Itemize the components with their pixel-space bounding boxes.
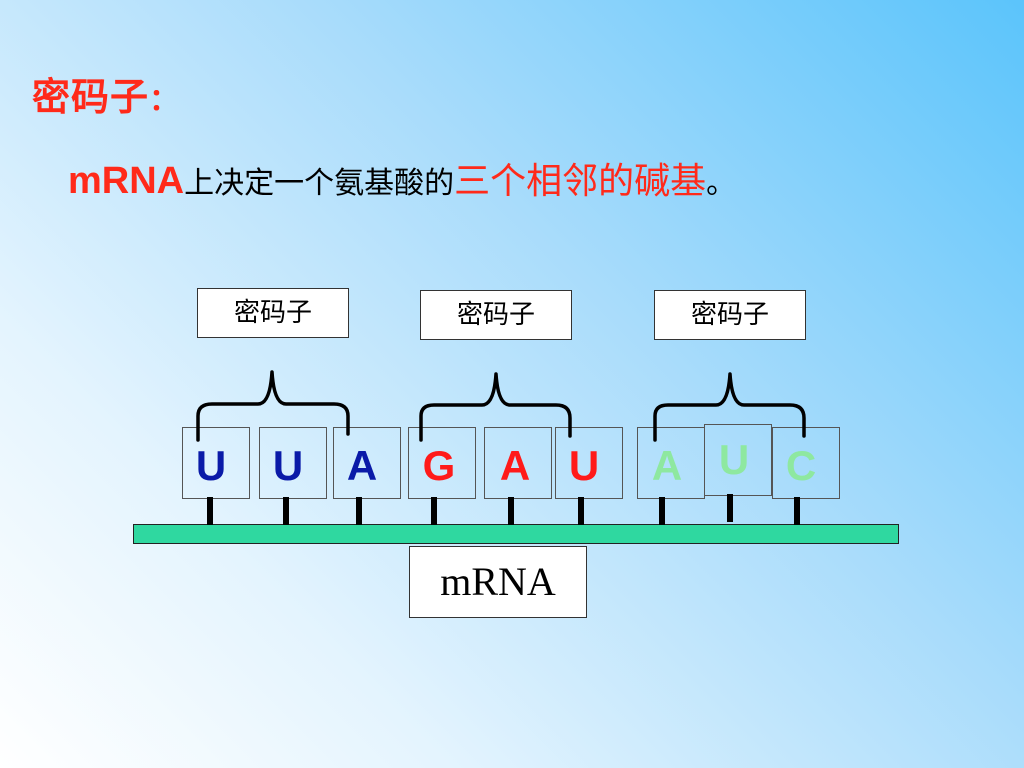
title-colon: ：: [149, 83, 181, 118]
codon-label-2: 密码子: [420, 290, 572, 340]
mrna-label: mRNA: [409, 546, 587, 618]
base-box-3: [333, 427, 401, 499]
base-letter-6: U: [568, 442, 600, 489]
definition-suffix: 。: [706, 166, 737, 201]
codon-label-1: 密码子: [197, 288, 349, 338]
definition-mrna: mRNA: [68, 160, 185, 202]
base-box-9: [772, 427, 840, 499]
base-box-4: [408, 427, 476, 499]
codon-label-3: 密码子: [654, 290, 806, 340]
base-letter-5: A: [499, 442, 531, 489]
base-letter-3: A: [346, 442, 378, 489]
base-letter-8: U: [718, 436, 750, 483]
base-letter-1: U: [195, 442, 227, 489]
base-box-1: [182, 427, 250, 499]
definition-highlight: 三个相邻的碱基: [454, 161, 707, 202]
base-letter-2: U: [272, 442, 304, 489]
codon-brace-1: [196, 370, 350, 442]
title-term: 密码子: [32, 75, 150, 119]
definition-middle: 上决定一个氨基酸的: [184, 166, 455, 201]
base-box-6: [555, 427, 623, 499]
base-letter-7: A: [651, 442, 683, 489]
codon-brace-3: [653, 372, 806, 442]
base-box-5: [484, 427, 552, 499]
definition-sentence: mRNA上决定一个氨基酸的三个相邻的碱基。: [68, 152, 736, 204]
base-letter-4: G: [422, 442, 456, 489]
base-letter-9: C: [785, 442, 817, 489]
codon-brace-2: [419, 372, 572, 442]
base-box-8: [704, 424, 772, 496]
base-box-2: [259, 427, 327, 499]
page-title: 密码子：: [32, 66, 180, 121]
base-connectors: [207, 494, 800, 525]
mrna-strand: [133, 524, 899, 544]
